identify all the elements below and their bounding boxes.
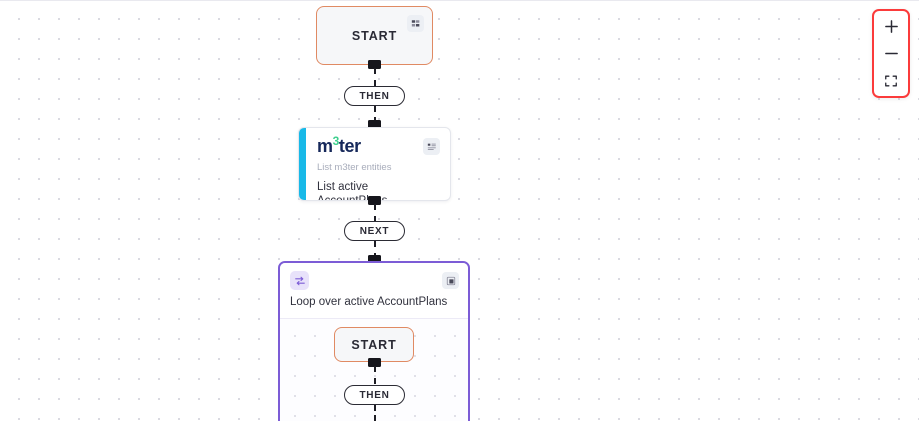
connector-line [374,366,376,384]
connector-line [374,106,376,123]
m3ter-logo-suffix: ter [338,136,361,156]
start-node-label: START [351,337,397,352]
node-menu-icon[interactable] [423,138,440,155]
action-node-title: List active AccountPlans [317,181,387,200]
start-node-label: START [351,28,398,43]
loop-node-title: Loop over active AccountPlans [290,296,448,308]
m3ter-logo-prefix: m [317,136,333,156]
node-menu-icon[interactable] [442,272,459,289]
node-accent-bar [299,128,306,200]
connector-handle[interactable] [368,60,381,69]
start-node-inner[interactable]: START [334,327,414,362]
connector-next[interactable]: NEXT [344,221,405,241]
connector-then-top[interactable]: THEN [344,86,405,106]
connector-handle[interactable] [368,120,381,129]
zoom-controls-panel[interactable] [872,9,910,98]
action-node-subtitle: List m3ter entities [317,162,392,173]
zoom-out-button[interactable] [876,40,906,67]
action-node-m3ter[interactable]: m3ter List m3ter entities List active Ac… [298,127,451,201]
loop-container-node[interactable]: Loop over active AccountPlans [278,261,470,421]
fit-view-button[interactable] [876,67,906,94]
loop-repeat-icon [290,271,309,290]
connector-line [374,241,376,259]
loop-node-header: Loop over active AccountPlans [280,263,468,319]
node-menu-icon[interactable] [407,15,424,32]
connector-label: THEN [359,90,390,102]
fit-to-screen-icon [885,75,897,86]
connector-line [374,204,376,222]
connector-line [374,68,376,86]
connector-handle[interactable] [368,196,381,205]
plus-icon [884,20,898,33]
minus-icon [884,52,898,55]
connector-label: NEXT [359,225,390,237]
start-node-top[interactable]: START [316,6,433,65]
m3ter-logo: m3ter [317,134,440,156]
connector-line [374,405,376,421]
connector-handle[interactable] [368,255,381,264]
m3ter-logo-superscript: 3 [332,134,340,148]
connector-then-inner[interactable]: THEN [344,385,405,405]
zoom-in-button[interactable] [876,13,906,40]
connector-label: THEN [359,389,390,401]
connector-handle[interactable] [368,358,381,367]
